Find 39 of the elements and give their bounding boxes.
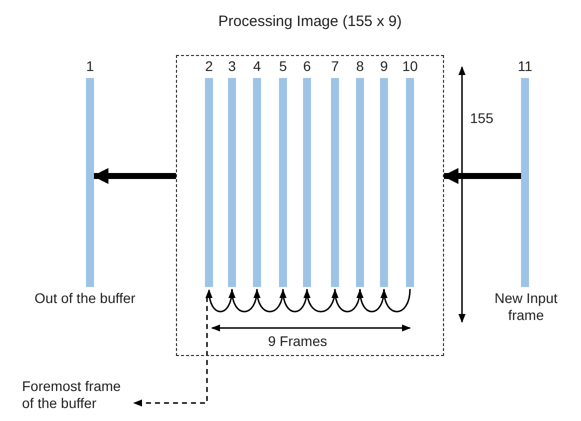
frame-bar xyxy=(253,78,261,287)
curved-arrow xyxy=(206,288,233,312)
bar-number: 7 xyxy=(330,58,340,75)
curved-arrow xyxy=(332,288,361,312)
frame-bar xyxy=(205,78,213,287)
bar-number: 6 xyxy=(302,58,312,75)
bar-caption: Out of the buffer xyxy=(34,290,136,307)
bar-number: 10 xyxy=(401,58,419,75)
frame-bar xyxy=(303,78,311,287)
curved-arrow xyxy=(381,288,411,312)
bar-number: 8 xyxy=(355,58,365,75)
dimension-label: 155 xyxy=(470,110,494,127)
arrow xyxy=(442,168,521,184)
frame-bar xyxy=(521,78,529,287)
bar-number: 11 xyxy=(516,58,534,75)
frame-bar xyxy=(228,78,236,287)
frame-bar xyxy=(279,78,287,287)
bar-caption: New Input frame xyxy=(493,290,559,324)
bar-number: 4 xyxy=(252,58,262,75)
curved-arrow xyxy=(254,288,284,312)
bar-number: 2 xyxy=(204,58,214,75)
note-text: Foremost frame of the buffer xyxy=(22,378,122,412)
frame-title: Processing Image (155 x 9) xyxy=(217,13,403,30)
bar-number: 3 xyxy=(227,58,237,75)
bar-number: 1 xyxy=(85,58,95,75)
dashed-arrow xyxy=(133,297,208,407)
curved-arrow xyxy=(280,288,308,312)
frame-bar xyxy=(406,78,414,287)
bar-number: 5 xyxy=(278,58,288,75)
curved-arrow xyxy=(304,288,336,312)
frame-bar xyxy=(356,78,364,287)
curved-arrow xyxy=(229,288,258,312)
bar-number: 9 xyxy=(379,58,389,75)
dimension-label: 9 Frames xyxy=(268,333,328,350)
frame-bar xyxy=(86,78,94,287)
curved-arrow xyxy=(356,288,385,312)
arrow xyxy=(92,168,176,184)
frame-bar xyxy=(331,78,339,287)
frame-bar xyxy=(380,78,388,287)
